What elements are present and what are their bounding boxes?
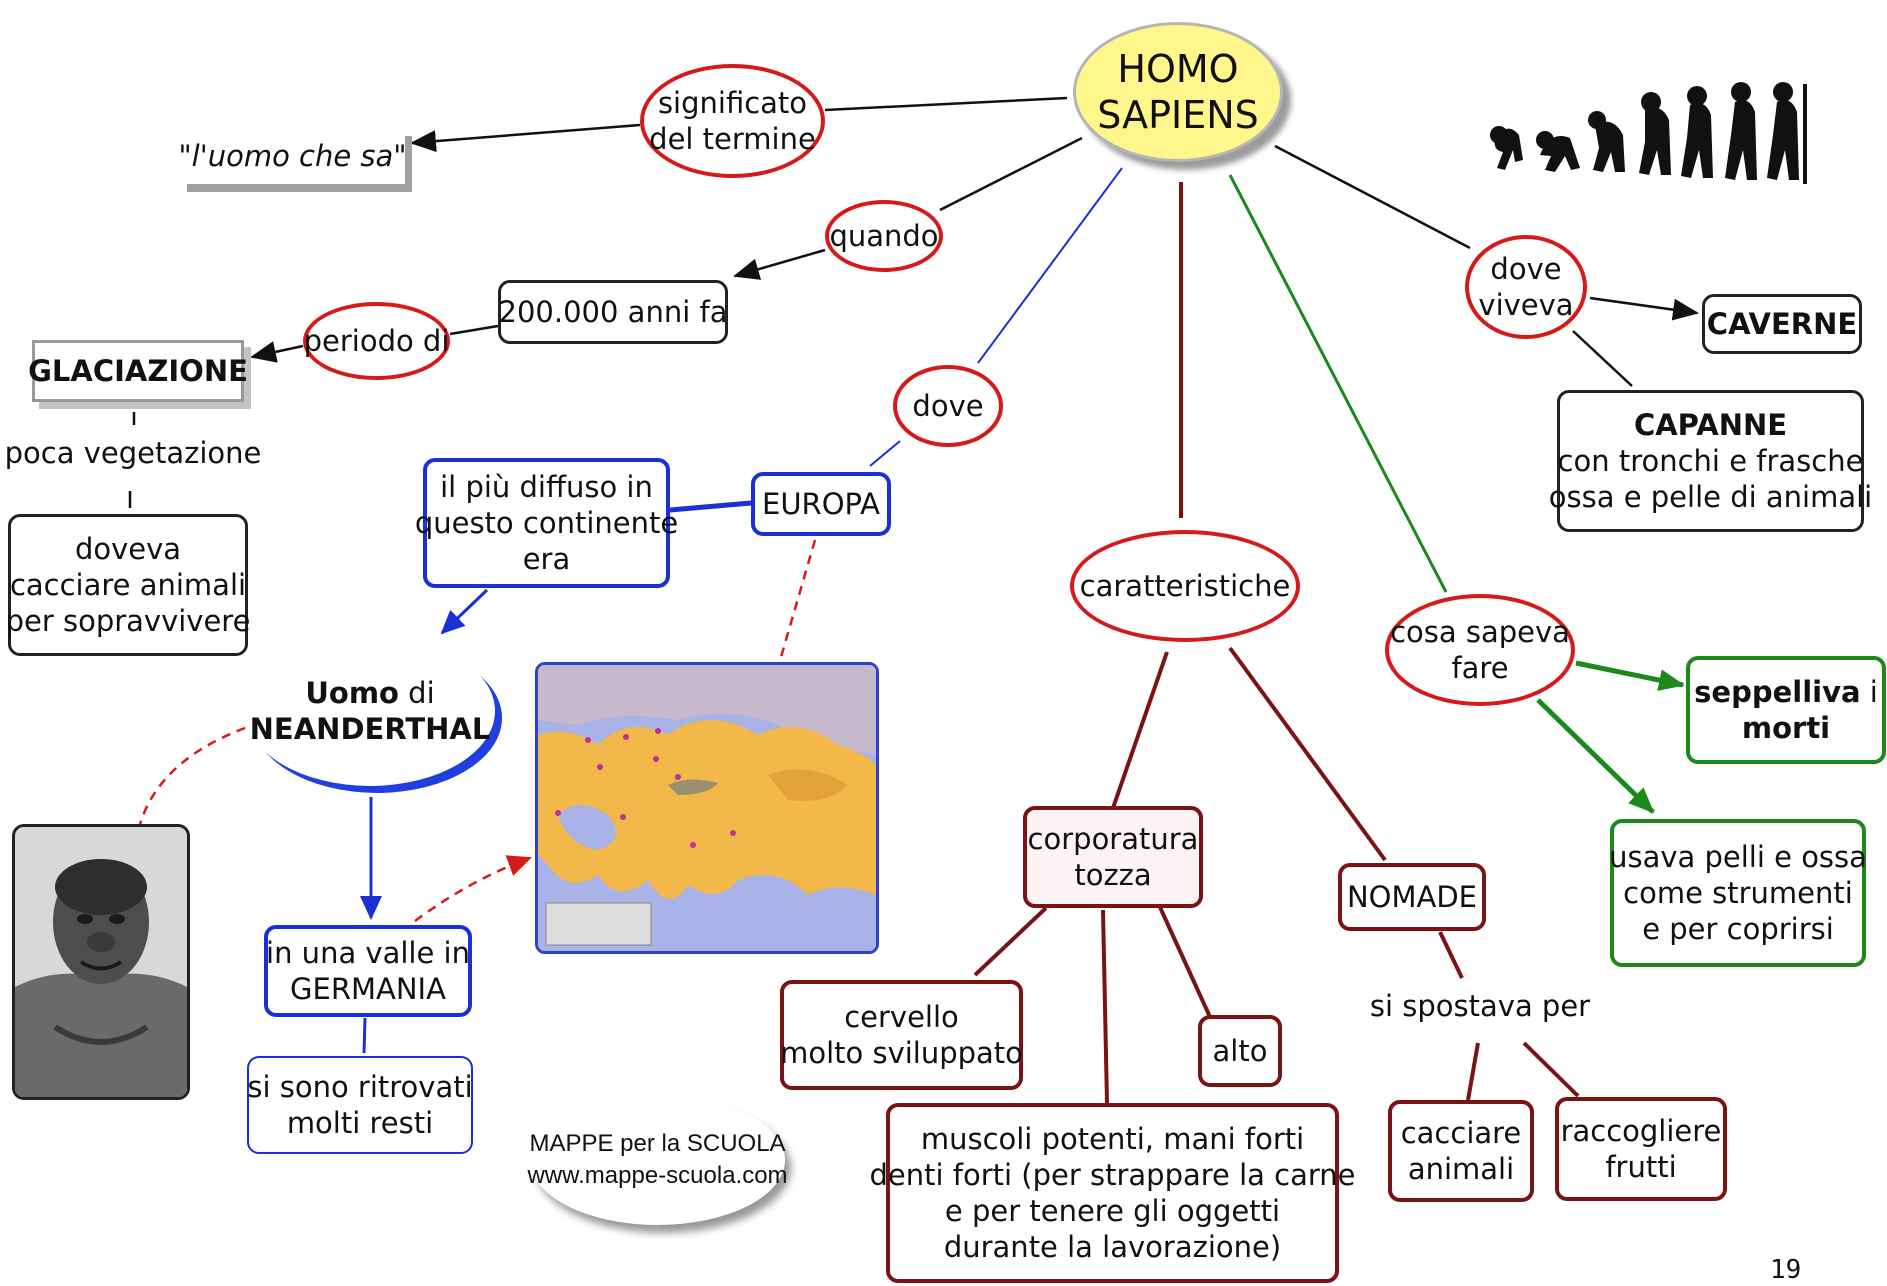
valle-line-2: GERMANIA	[290, 972, 446, 1006]
si-spostava-node: si spostava per	[1370, 985, 1590, 1027]
muscoli-node: muscoli potenti, mani forti denti forti …	[870, 1103, 1356, 1283]
caverne-text: CAVERNE	[1706, 307, 1858, 341]
nomade-text: NOMADE	[1346, 880, 1478, 914]
homo-sapiens-node: HOMO SAPIENS	[1073, 22, 1283, 162]
muscoli-line-3: e per tenere gli oggetti	[944, 1194, 1281, 1228]
muscoli-line-2: denti forti (per strappare la carne	[869, 1158, 1356, 1192]
periodo-di-node: periodo di	[303, 302, 450, 380]
valle-line-1: in una valle in	[266, 936, 470, 970]
corporatura-line-1: corporatura	[1027, 822, 1199, 856]
cosa-sapeva-line-1: cosa sapeva	[1390, 615, 1570, 649]
europe-map-image	[535, 662, 879, 954]
caratteristiche-node: caratteristiche	[1070, 530, 1300, 642]
caratteristiche-text: caratteristiche	[1079, 569, 1291, 603]
raccogliere-line-1: raccogliere	[1560, 1114, 1722, 1148]
capanne-line-2: ossa e pelle di animali	[1548, 480, 1873, 514]
quando-node: quando	[825, 200, 943, 272]
significato-line-1: significato	[657, 86, 808, 120]
seppelliva-rest: i	[1860, 675, 1878, 709]
europa-node: EUROPA	[751, 472, 891, 536]
neanderthal-face-image	[12, 824, 190, 1100]
uomo-di-line: Uomo di	[305, 675, 434, 711]
poca-vegetazione-node: poca vegetazione	[5, 432, 262, 474]
alto-text: alto	[1212, 1034, 1268, 1068]
evolution-graphic	[1490, 82, 1807, 184]
seppelliva-node: seppelliva i morti	[1686, 656, 1886, 764]
quando-text: quando	[829, 219, 939, 253]
evolution-silhouettes-image	[1485, 80, 1825, 192]
cosa-sapeva-line-2: fare	[1451, 651, 1509, 685]
homo-sapiens-line-1: HOMO	[1117, 47, 1239, 91]
page-number: 19	[1770, 1255, 1802, 1285]
muscoli-line-1: muscoli potenti, mani forti	[920, 1122, 1305, 1156]
usava-line-2: come strumenti	[1623, 876, 1853, 910]
seppelliva-bold: seppelliva	[1694, 675, 1861, 709]
dove-text: dove	[912, 389, 984, 423]
usava-line-1: usava pelli e ossa	[1609, 840, 1867, 874]
alto-node: alto	[1198, 1015, 1282, 1087]
ritrovati-line-1: si sono ritrovati	[247, 1070, 473, 1104]
cacciare-line-1: cacciare	[1400, 1116, 1522, 1150]
usava-pelli-node: usava pelli e ossa come strumenti e per …	[1609, 819, 1867, 967]
seppelliva-line: seppelliva i	[1694, 674, 1878, 710]
uomo-bold: Uomo	[305, 676, 399, 710]
piu-diffuso-line-2: questo continente	[414, 506, 679, 540]
capanne-title: CAPANNE	[1633, 408, 1788, 442]
doveva-line-2: cacciare animali	[9, 568, 247, 602]
uomo-di-rest: di	[398, 676, 435, 710]
significato-line-2: del termine	[649, 122, 816, 156]
cervello-line-1: cervello	[844, 1000, 959, 1034]
nomade-node: NOMADE	[1338, 863, 1486, 931]
ritrovati-node: si sono ritrovati molti resti	[247, 1056, 473, 1154]
dove-node: dove	[893, 365, 1003, 447]
mappe-line-1: MAPPE per la SCUOLA	[529, 1130, 786, 1157]
piu-diffuso-line-1: il più diffuso in	[440, 470, 653, 504]
valle-germania-node: in una valle in GERMANIA	[264, 925, 472, 1017]
neanderthal-text: NEANDERTHAL	[249, 712, 491, 746]
uomo-che-sa-text: "l'uomo che sa"	[178, 139, 407, 173]
glaciazione-node: GLACIAZIONE	[28, 340, 248, 402]
cervello-line-2: molto sviluppato	[780, 1036, 1023, 1070]
doveva-cacciare-node: doveva cacciare animali per sopravvivere	[5, 514, 251, 656]
raccogliere-line-2: frutti	[1605, 1150, 1677, 1184]
doveva-line-3: per sopravvivere	[5, 604, 251, 638]
mappe-scuola-node: MAPPE per la SCUOLA www.mappe-scuola.com	[527, 1095, 788, 1225]
cacciare-animali-node: cacciare animali	[1388, 1100, 1534, 1202]
corporatura-node: corporatura tozza	[1023, 806, 1203, 908]
cosa-sapeva-node: cosa sapeva fare	[1385, 594, 1575, 706]
usava-line-3: e per coprirsi	[1642, 912, 1834, 946]
glaciazione-text: GLACIAZIONE	[28, 354, 248, 388]
cacciare-line-2: animali	[1407, 1152, 1515, 1186]
anni-fa-text: 200.000 anni fa	[498, 295, 728, 329]
dove-viveva-node: dove viveva	[1465, 235, 1587, 339]
europe-map-graphic	[538, 665, 876, 951]
anni-fa-node: 200.000 anni fa	[498, 280, 728, 344]
raccogliere-node: raccogliere frutti	[1555, 1097, 1727, 1201]
caverne-node: CAVERNE	[1702, 294, 1862, 354]
uomo-che-sa-node: "l'uomo che sa"	[178, 128, 407, 184]
dove-viveva-line-1: dove	[1490, 252, 1562, 286]
doveva-line-1: doveva	[74, 532, 182, 566]
corporatura-line-2: tozza	[1074, 858, 1152, 892]
periodo-di-text: periodo di	[303, 324, 450, 358]
si-spostava-text: si spostava per	[1369, 989, 1591, 1023]
capanne-node: CAPANNE con tronchi e frasche ossa e pel…	[1549, 390, 1872, 532]
neanderthal-node: Uomo di NEANDERTHAL	[245, 636, 495, 786]
piu-diffuso-line-3: era	[522, 542, 571, 576]
neanderthal-face-graphic	[15, 827, 187, 1097]
muscoli-line-4: durante la lavorazione)	[943, 1230, 1282, 1264]
cervello-node: cervello molto sviluppato	[780, 980, 1023, 1090]
poca-vegetazione-text: poca vegetazione	[4, 436, 262, 470]
dove-viveva-line-2: viveva	[1478, 288, 1574, 322]
homo-sapiens-line-2: SAPIENS	[1097, 93, 1259, 137]
capanne-line-1: con tronchi e frasche	[1557, 444, 1864, 478]
morti-text: morti	[1741, 711, 1831, 745]
europa-text: EUROPA	[762, 487, 880, 521]
mappe-line-2: www.mappe-scuola.com	[527, 1162, 788, 1189]
significato-node: significato del termine	[640, 64, 825, 178]
ritrovati-line-2: molti resti	[286, 1106, 434, 1140]
piu-diffuso-node: il più diffuso in questo continente era	[415, 458, 678, 588]
